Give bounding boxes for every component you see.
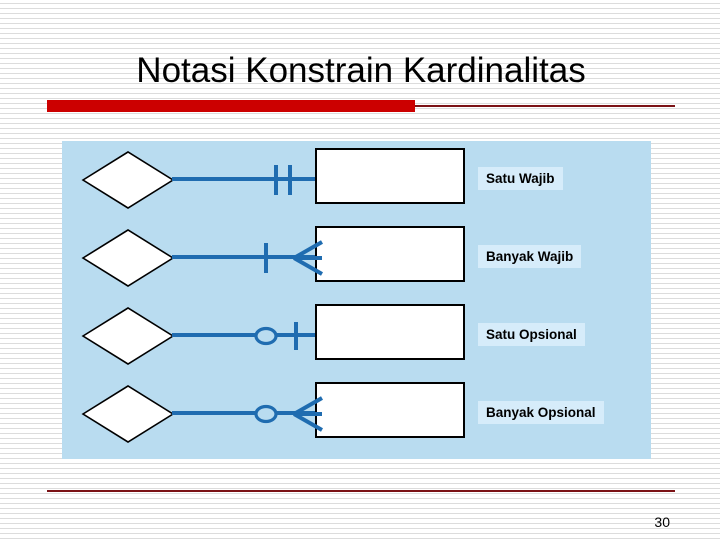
cardinality-marks-many-optional — [252, 393, 318, 435]
crowsfoot-icon — [284, 393, 324, 435]
cardinality-marks-one-mandatory — [252, 159, 318, 201]
notation-row-banyak-wajib: Banyak Wajib — [62, 219, 651, 297]
entity-rectangle — [315, 148, 465, 204]
notation-row-satu-opsional: Satu Opsional — [62, 297, 651, 375]
notation-label: Satu Wajib — [478, 167, 563, 190]
connector-line — [172, 411, 318, 415]
diagram-panel: Satu Wajib Ba — [62, 141, 651, 459]
entity-rectangle — [315, 382, 465, 438]
notation-label: Banyak Opsional — [478, 401, 604, 424]
notation-label: Banyak Wajib — [478, 245, 582, 268]
entity-rectangle — [315, 304, 465, 360]
relationship-diamond — [81, 306, 175, 366]
crowsfoot-icon — [284, 237, 324, 279]
connector-line — [172, 177, 318, 181]
relationship-diamond — [81, 384, 175, 444]
notation-label: Satu Opsional — [478, 323, 585, 346]
connector-line — [172, 255, 318, 259]
connector-line — [172, 333, 318, 337]
cardinality-marks-one-optional — [252, 315, 318, 357]
cardinality-marks-many-mandatory — [252, 237, 318, 279]
page-title: Notasi Konstrain Kardinalitas — [136, 51, 586, 90]
relationship-diamond — [81, 150, 175, 210]
title-accent-bar — [47, 100, 415, 112]
footer-rule — [47, 490, 675, 492]
notation-row-banyak-opsional: Banyak Opsional — [62, 375, 651, 453]
relationship-diamond — [81, 228, 175, 288]
entity-rectangle — [315, 226, 465, 282]
page-number: 30 — [654, 514, 670, 530]
notation-row-satu-wajib: Satu Wajib — [62, 141, 651, 219]
